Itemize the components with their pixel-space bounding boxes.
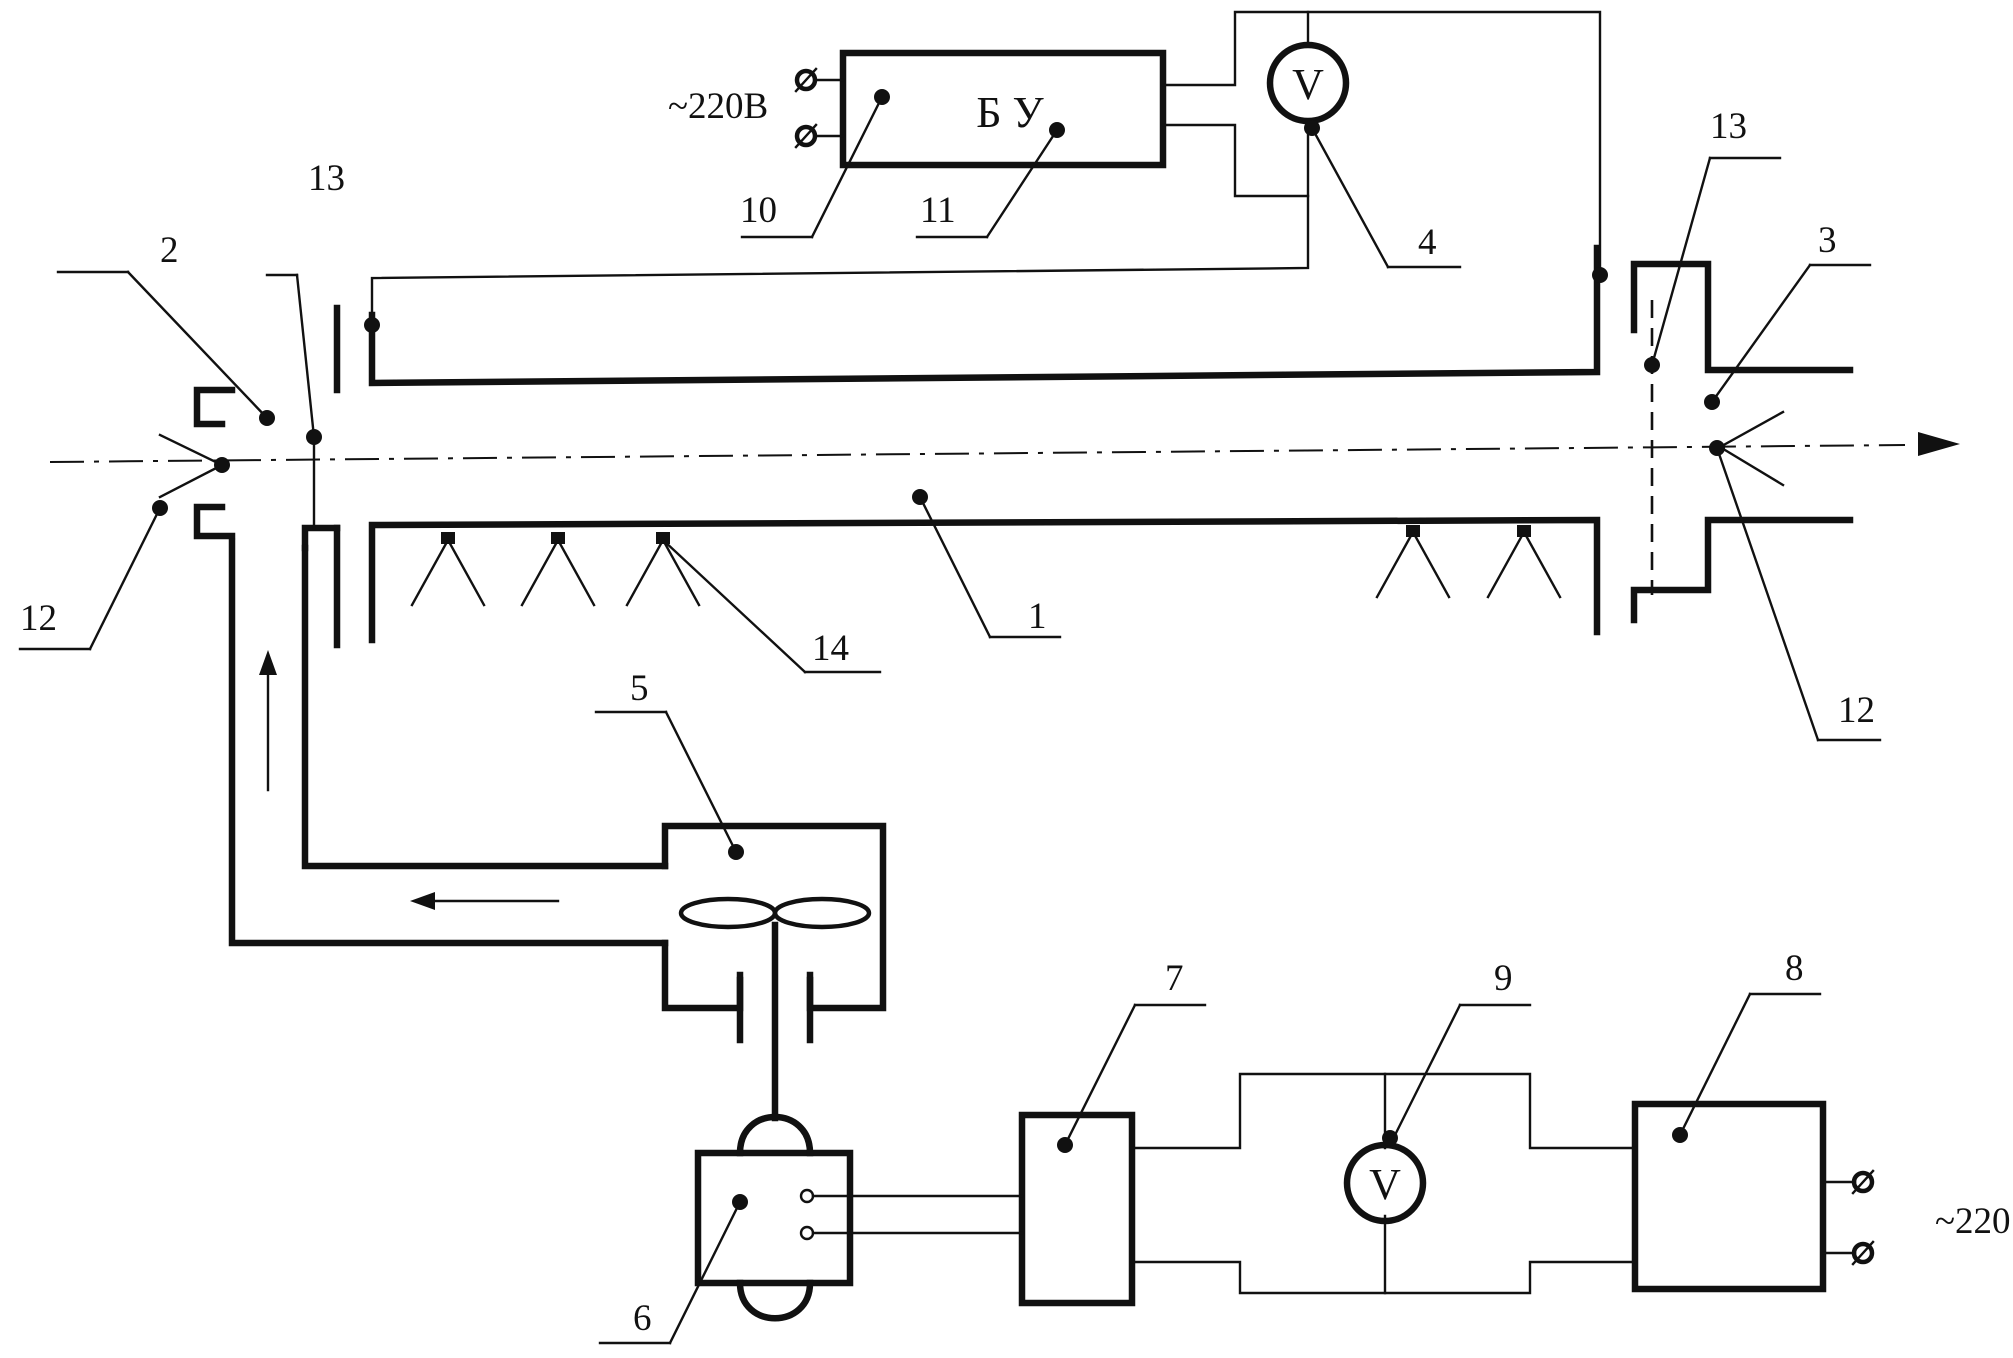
control-box-7: [1018, 1111, 1136, 1307]
control-unit-label: Б У: [976, 88, 1044, 137]
mains-right-label: ~220: [1935, 1201, 2011, 1242]
label-14: 14: [812, 628, 849, 669]
voltmeter-4-symbol: V: [1292, 60, 1324, 109]
nozzle: [625, 532, 701, 607]
motor: [694, 1113, 854, 1322]
center-axis: [49, 432, 1960, 463]
label-7: 7: [1165, 958, 1184, 999]
leader-lines: [18, 95, 1882, 1345]
connection-dots: [152, 89, 1725, 1210]
label-12-left: 12: [20, 598, 57, 639]
flow-arrows: [259, 650, 560, 910]
label-3: 3: [1818, 220, 1837, 261]
right-outlet: [1630, 260, 1854, 624]
bottom-wiring: [811, 1072, 1875, 1295]
voltmeter-9: V: [1343, 1141, 1427, 1225]
label-1: 1: [1028, 596, 1047, 637]
spray-nozzles: [410, 525, 1562, 607]
label-10: 10: [740, 190, 777, 231]
mains-terminals-top: ~220В: [668, 67, 845, 149]
label-5: 5: [630, 668, 649, 709]
nozzle: [1486, 525, 1562, 599]
voltmeter-4: V: [1266, 41, 1350, 125]
voltmeter-9-symbol: V: [1369, 1160, 1401, 1209]
top-wiring: [370, 10, 1602, 327]
label-13-left: 13: [308, 158, 345, 199]
label-12-right: 12: [1838, 690, 1875, 731]
nozzle: [520, 532, 596, 607]
left-inlet: [158, 386, 669, 947]
label-13-right: 13: [1710, 106, 1747, 147]
label-4: 4: [1418, 222, 1437, 263]
label-9: 9: [1494, 958, 1513, 999]
label-8: 8: [1785, 948, 1804, 989]
mains-left-label: ~220В: [668, 86, 768, 127]
power-supply-8: [1631, 1100, 1827, 1293]
main-chamber: [333, 244, 1601, 649]
number-labels: 1 2 3 4 5 6 7 8 9 10 11 12 12 13 13 14: [20, 106, 1875, 1339]
fan-unit: [661, 822, 887, 1122]
nozzle: [410, 532, 486, 607]
nozzle: [1375, 525, 1451, 599]
label-11: 11: [920, 190, 956, 231]
label-6: 6: [633, 1298, 652, 1339]
label-2: 2: [160, 230, 179, 271]
control-unit-bu: Б У: [839, 49, 1167, 169]
